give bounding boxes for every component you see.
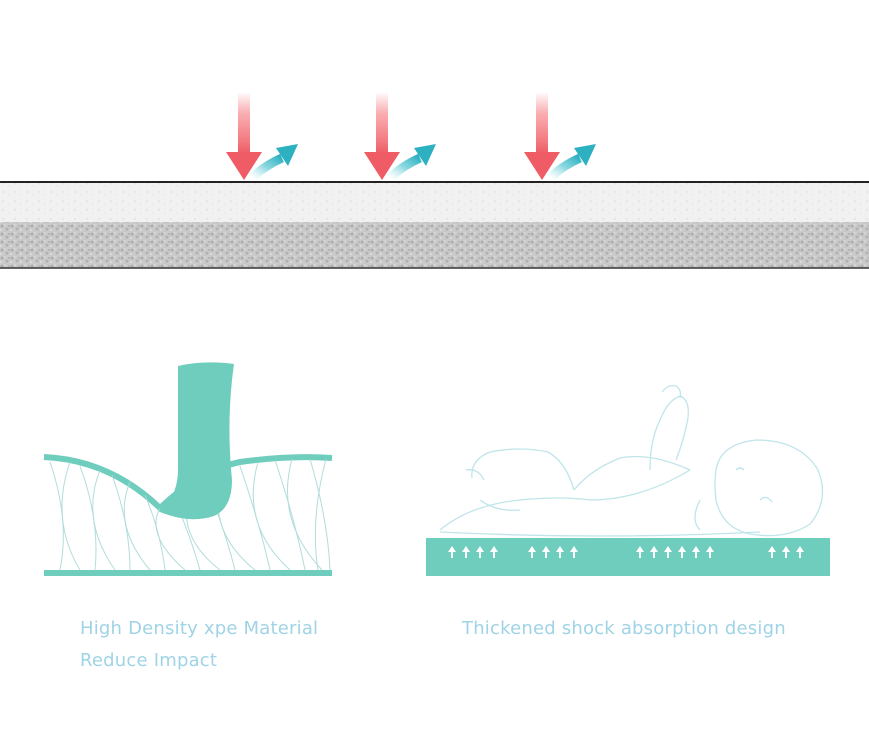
baby-outline-illustration [426, 384, 830, 576]
mat-cross-section [0, 181, 869, 269]
caption-reduce-impact: Reduce Impact [80, 650, 218, 671]
caption-material: High Density xpe Material [80, 618, 319, 639]
down-arrow-icon [364, 92, 400, 180]
mesh-lattice-illustration [43, 362, 333, 576]
rebound-arrow-icon [248, 144, 298, 182]
down-arrow-icon [226, 92, 262, 180]
rebound-arrow-icon [546, 144, 596, 182]
up-arrows-icon [448, 546, 804, 558]
rebound-arrow-icon [386, 144, 436, 182]
caption-shock-absorption: Thickened shock absorption design [462, 618, 786, 639]
down-arrow-icon [524, 92, 560, 180]
